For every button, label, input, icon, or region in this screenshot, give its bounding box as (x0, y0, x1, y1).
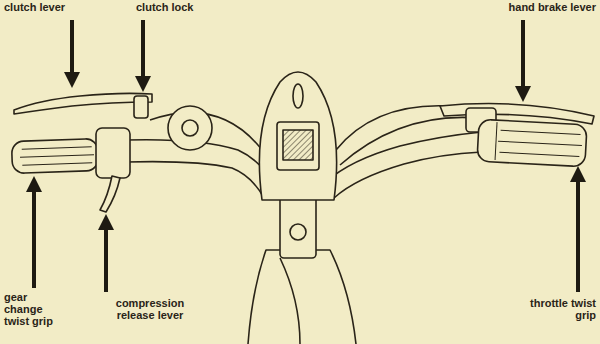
cable (340, 117, 478, 165)
gear-change-grip (11, 139, 98, 174)
pointer-arrow (70, 20, 74, 80)
pointer-arrow (521, 20, 525, 94)
clutch-lock (134, 96, 148, 118)
grip-ridges (498, 141, 582, 145)
pointer-arrow (576, 174, 580, 292)
lamp-lens (293, 84, 303, 108)
clutch-lever (14, 93, 152, 114)
speedometer (277, 122, 319, 170)
pointer-arrows (34, 20, 578, 292)
grip-ridges (20, 147, 95, 166)
pointer-arrow (141, 20, 145, 84)
part-label: clutch lever (4, 1, 114, 13)
headlamp-housing (259, 72, 336, 200)
part-label: gear change twist grip (4, 291, 68, 327)
body-line (280, 258, 300, 344)
grip-ridges (22, 147, 92, 149)
left-control-housing (96, 128, 130, 178)
bell-cap (182, 120, 198, 136)
grip-ridges (20, 155, 94, 158)
compression-release-lever (100, 176, 120, 212)
throttle-grip (477, 119, 587, 167)
body-shroud (248, 250, 356, 344)
grip-ridges (499, 152, 579, 156)
stem-bolt (290, 224, 306, 240)
grip-ridges (22, 163, 92, 165)
pointer-arrow (104, 222, 108, 292)
right-handlebar (326, 132, 482, 198)
part-label: compression release lever (100, 297, 200, 321)
part-label: hand brake lever (446, 1, 596, 13)
grip-ridges (495, 122, 497, 160)
stem (280, 196, 316, 258)
speedometer-dial (283, 130, 313, 160)
handlebar-drawing (11, 72, 594, 344)
grip-ridges (495, 122, 583, 164)
part-label: clutch lock (136, 1, 236, 13)
bell (168, 106, 212, 150)
pointer-arrow (32, 184, 36, 288)
part-label: throttle twist grip (520, 297, 596, 321)
grip-ridges (501, 130, 581, 134)
